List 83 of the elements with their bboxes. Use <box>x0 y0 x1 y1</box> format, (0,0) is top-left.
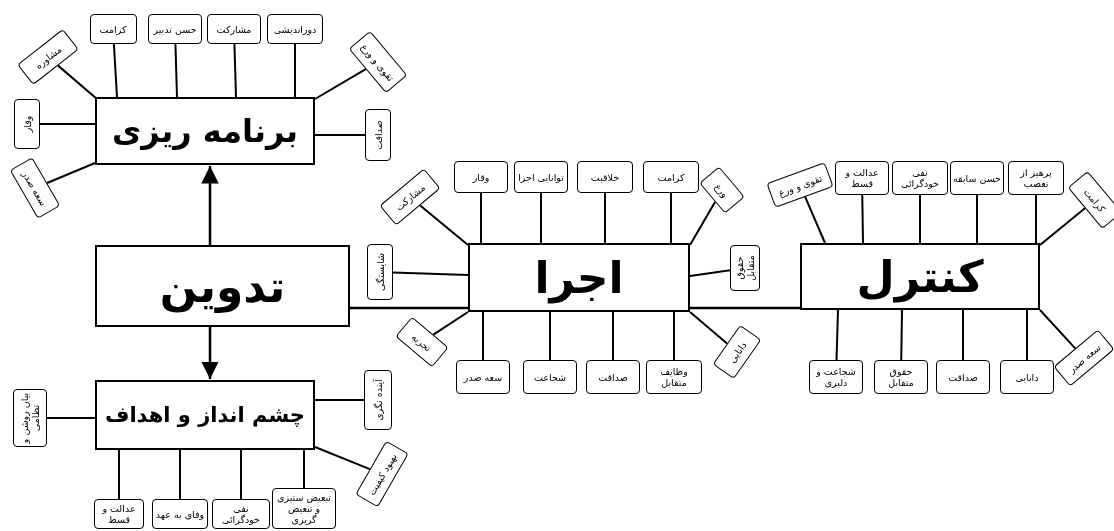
connector-line <box>392 271 469 276</box>
attribute-box: حقوق متقابل <box>730 245 760 291</box>
connector-line <box>314 399 365 401</box>
connector-line <box>804 195 826 244</box>
attribute-box: دوراندیشی <box>267 14 323 44</box>
connector-line <box>689 200 717 246</box>
connector-line <box>673 311 675 361</box>
attribute-box: وظایف متقابل <box>646 360 702 394</box>
stage-box: کنترل <box>800 243 1040 310</box>
attribute-box: خلاقیت <box>577 161 633 193</box>
attribute-box: تبعیض ستیزی و تبعیض گریزی <box>272 488 336 529</box>
attribute-box: شایستگی <box>367 244 393 300</box>
connector-line <box>689 311 729 345</box>
stage-box: چشم انداز و اهداف <box>95 380 315 450</box>
connector-line <box>39 123 96 125</box>
connector-line <box>57 64 98 100</box>
connector-line <box>314 446 371 471</box>
connector-line <box>233 43 237 98</box>
connector-line <box>240 449 242 500</box>
attribute-box: وقار <box>14 99 40 149</box>
connector-line <box>1035 194 1037 244</box>
connector-line <box>480 192 482 244</box>
attribute-box: عدالت و قسط <box>835 161 889 195</box>
attribute-box: حسن سابقه <box>950 161 1004 195</box>
connector-line <box>350 306 468 310</box>
connector-line <box>861 194 864 244</box>
connector-line <box>689 269 731 277</box>
connector-line <box>112 43 118 98</box>
connector-line <box>540 192 542 244</box>
connector-line <box>919 194 921 244</box>
attribute-box: مشارکت <box>207 14 261 44</box>
attribute-box: دانایی <box>1000 360 1054 394</box>
attribute-box: شجاعت <box>523 360 577 394</box>
attribute-box: آینده نگری <box>364 370 392 430</box>
connector-line <box>690 306 800 310</box>
connector-line <box>976 194 978 244</box>
attribute-box: صداقت <box>365 109 391 161</box>
attribute-box: عدالت و قسط <box>94 499 144 529</box>
attribute-box: سعه صدر <box>1053 329 1114 387</box>
connector-line <box>419 204 469 246</box>
connector-line <box>670 192 672 244</box>
attribute-box: صداقت <box>936 360 990 394</box>
connector-line <box>432 311 469 336</box>
attribute-box: نفی خودگرائی <box>212 499 270 529</box>
connector-line <box>118 449 120 500</box>
stage-box: اجرا <box>468 243 690 312</box>
connector-line <box>482 311 484 361</box>
connector-line <box>900 309 903 361</box>
connector-line <box>604 192 606 244</box>
connector-line <box>294 43 296 98</box>
attribute-box: ورع <box>699 166 745 214</box>
attribute-box: توانایی اجرا <box>514 161 568 193</box>
connector-line <box>962 309 964 361</box>
connector-line <box>46 162 96 184</box>
attribute-box: مشارکت <box>379 168 441 226</box>
connector-line <box>835 309 839 361</box>
connector-line <box>179 449 181 500</box>
connector-line <box>314 68 367 100</box>
attribute-box: شجاعت و دلیری <box>809 360 863 394</box>
attribute-box: تقوی و ورع <box>766 162 834 208</box>
connector-line <box>1026 309 1028 361</box>
attribute-box: کرامت <box>643 161 699 193</box>
attribute-box: پرهیز از تعصب <box>1008 161 1064 195</box>
attribute-box: وفای به عهد <box>152 499 208 529</box>
attribute-box: سعه صدر <box>456 360 510 394</box>
stage-box: تدوین <box>95 245 350 327</box>
connector-line <box>46 417 96 419</box>
connector-line <box>549 311 551 361</box>
stage-box: برنامه ریزی <box>95 97 315 165</box>
connector-line <box>1039 207 1086 246</box>
arrow <box>201 327 219 379</box>
attribute-box: صداقت <box>586 360 640 394</box>
attribute-box: حسن تدبیر <box>148 14 202 44</box>
attribute-box: حقوق متقابل <box>874 360 928 394</box>
attribute-box: وقار <box>454 161 508 193</box>
connector-line <box>612 311 614 361</box>
connector-line <box>314 134 366 136</box>
connector-line <box>174 43 178 98</box>
attribute-box: بیان روشن و نظامی <box>13 389 47 447</box>
arrow <box>201 166 219 245</box>
attribute-box: کرامت <box>89 14 137 44</box>
connector-line <box>1039 309 1077 350</box>
attribute-box: نفی خودگرائی <box>892 161 948 195</box>
